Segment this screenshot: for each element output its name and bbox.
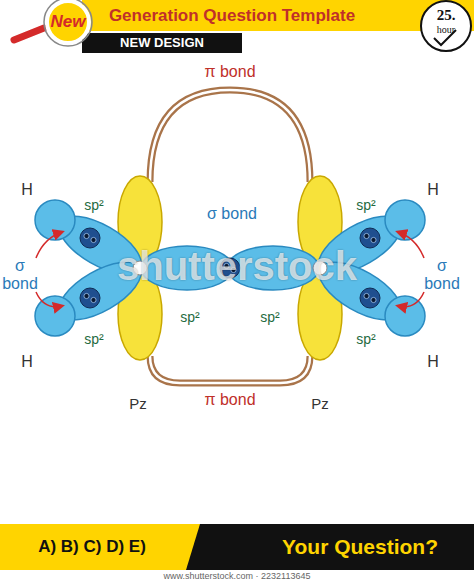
electron — [84, 233, 89, 238]
header-title: Generation Question Template — [109, 7, 355, 26]
electron-orbital-core — [360, 228, 380, 248]
electron — [364, 233, 369, 238]
electron — [84, 293, 89, 298]
magnifier-rim — [44, 0, 92, 46]
badge-text: New — [51, 13, 86, 32]
magnifier-handle — [14, 28, 44, 40]
orbital-label: sp² — [84, 332, 103, 347]
answer-options: A) B) C) D) E) — [38, 538, 146, 557]
subheader-text: NEW DESIGN — [120, 36, 204, 50]
electron — [371, 297, 376, 302]
clock-number: 25. — [437, 7, 456, 24]
orbital-label: sp² — [84, 198, 103, 213]
electron — [364, 293, 369, 298]
electron — [91, 237, 96, 242]
question-prompt: Your Question? — [282, 535, 438, 558]
leader-arrow — [36, 232, 62, 258]
atom-label: H — [427, 353, 439, 371]
atom-label: H — [21, 181, 33, 199]
atom-label: H — [427, 181, 439, 199]
watermark: shutterstock — [117, 244, 357, 288]
orbital-name: Pz — [129, 396, 147, 413]
electron-orbital-core — [80, 228, 100, 248]
orbital-label: sp² — [180, 310, 199, 325]
sp2-orbital-lobes — [35, 200, 425, 336]
electron-orbital-core — [80, 288, 100, 308]
orbital-label: sp² — [356, 198, 375, 213]
leader-arrow — [398, 292, 424, 307]
clock-face — [421, 1, 471, 51]
clock-unit: hour — [437, 24, 455, 35]
footer-band — [0, 524, 474, 570]
pi-bond-label: π bond — [204, 63, 255, 81]
leader-arrow — [36, 292, 62, 307]
leader-arrow — [398, 232, 424, 258]
header-band — [82, 0, 474, 31]
sigma-bond-label: σ bond — [424, 257, 460, 292]
pi-bond-lines — [150, 90, 310, 383]
magnifier-lens — [47, 1, 89, 43]
watermark-id: www.shutterstock.com · 2232113645 — [164, 572, 311, 582]
sigma-bond-label: σ bond — [207, 205, 257, 223]
atom-label: H — [21, 353, 33, 371]
answer-band — [0, 524, 200, 570]
electron — [371, 237, 376, 242]
pi-bond-label: π bond — [204, 391, 255, 409]
subheader-band — [82, 33, 242, 53]
orbital-label: sp² — [356, 332, 375, 347]
electron-pairs — [80, 228, 380, 308]
orbital-name: Pz — [311, 396, 329, 413]
sigma-bond-label: σ bond — [2, 257, 38, 292]
electron — [91, 297, 96, 302]
orbital-label: sp² — [260, 310, 279, 325]
electron-orbital-core — [360, 288, 380, 308]
